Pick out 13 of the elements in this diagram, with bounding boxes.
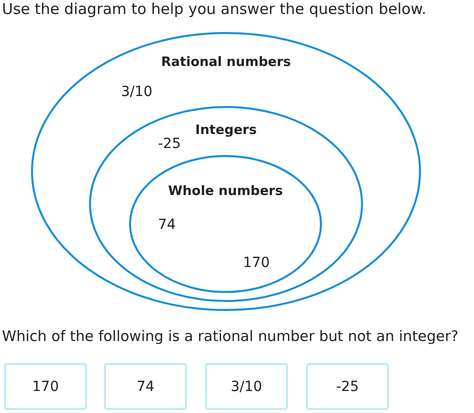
- set-member-number: 3/10: [121, 84, 152, 100]
- set-member-number: 74: [158, 217, 176, 233]
- set-member-number: -25: [158, 136, 181, 152]
- answer-button: 170: [4, 363, 87, 410]
- set-member-number: 170: [243, 255, 270, 271]
- question-text: Which of the following is a rational number but not an integer?: [2, 329, 458, 345]
- answer-button: 74: [104, 363, 187, 410]
- set-heading: Rational numbers: [161, 55, 291, 70]
- set-heading: Whole numbers: [168, 184, 283, 199]
- instruction-text: Use the diagram to help you answer the question below.: [2, 0, 426, 18]
- set-heading: Integers: [195, 123, 257, 138]
- answer-button: 3/10: [205, 363, 288, 410]
- answer-button: -25: [306, 363, 389, 410]
